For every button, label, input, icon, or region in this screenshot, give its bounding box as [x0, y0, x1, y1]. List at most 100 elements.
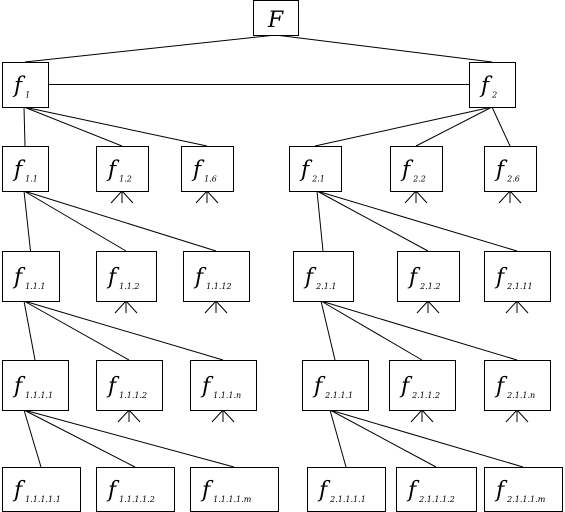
tree-edges [23, 34, 524, 468]
unexpanded-marker-2-1-2 [416, 300, 440, 314]
edge-1-1-1-1-to-1-1-1-1-m [23, 409, 235, 468]
unexpanded-marker-2-1-1-2 [410, 409, 434, 423]
function-subscript: 1.1.12 [206, 282, 231, 291]
edge-F-to-1 [24, 34, 276, 63]
edge-1-to-1-2 [23, 106, 123, 147]
node-box-1-1-1 [2, 251, 60, 302]
node-box-2 [469, 62, 516, 108]
unexpanded-marker-1-1-2 [114, 300, 138, 314]
function-subscript: 2.1.1.1.m [506, 495, 546, 504]
edge-1-1-1-1-to-1-1-1-1-2 [23, 409, 136, 468]
edge-2-to-2-1 [314, 106, 493, 147]
function-subscript: 1.1.1.1.1 [25, 495, 61, 504]
node-box-2-1 [289, 146, 342, 192]
unexpanded-marker-1-2 [110, 190, 134, 204]
node-box-1-1-1-1-m [190, 467, 279, 512]
edge-2-1-to-2-1-1 [316, 190, 324, 252]
edge-2-1-1-to-2-1-1-1 [320, 300, 336, 361]
unexpanded-marker-1-1-1-2 [117, 409, 141, 423]
function-subscript: 1.1.1.1 [25, 391, 53, 400]
function-subscript: 2.1.1.1.1 [329, 495, 366, 504]
node-box-2-1-1-1-m [484, 467, 563, 512]
edge-F-to-2 [275, 34, 493, 63]
node-box-2-1-1-2 [389, 360, 456, 411]
edge-2-1-1-1-to-2-1-1-1-1 [329, 409, 347, 468]
edge-2-1-1-to-2-1-1-2 [320, 300, 423, 361]
function-subscript: 1.1.1.1.m [213, 495, 252, 504]
node-box-2-2 [390, 146, 443, 192]
function-subscript: 2.1.1.2 [411, 391, 440, 400]
edge-2-to-2-2 [415, 106, 493, 147]
function-subscript: 1.1.1.1.2 [119, 495, 155, 504]
edge-1-1-1-1-to-1-1-1-1-1 [23, 409, 42, 468]
unexpanded-marker-1-1-12 [204, 300, 228, 314]
node-box-1-1-1-1 [2, 360, 69, 411]
unexpanded-marker-2-1-11 [505, 300, 529, 314]
edge-1-1-1-to-1-1-1-1 [23, 300, 36, 361]
unexpanded-marker-1-1-1-n [211, 409, 235, 423]
edge-1-1-1-to-1-1-1-n [23, 300, 224, 361]
edge-2-1-1-1-to-2-1-1-1-2 [329, 409, 437, 468]
function-subscript: 1.1.2 [119, 282, 139, 291]
function-subscript: 1.1 [25, 175, 38, 184]
node-root: F [253, 0, 299, 36]
edge-1-to-1-1 [23, 106, 26, 147]
node-box-1-1-12 [183, 251, 250, 302]
node-box-2-1-1 [293, 251, 354, 302]
edge-1-1-to-1-1-12 [23, 190, 217, 252]
unexpanded-branch-markers [110, 190, 529, 423]
function-subscript: 1.1.1.2 [119, 391, 147, 400]
edge-1-1-to-1-1-1 [23, 190, 31, 252]
function-subscript: 1.1.1 [25, 282, 45, 291]
node-box-2-1-1-n [484, 360, 551, 411]
node-root-box [253, 0, 299, 36]
function-subscript: 2.1.1 [315, 282, 336, 291]
function-subscript: 1.1.1.n [213, 391, 241, 400]
node-box-1-6 [181, 146, 234, 192]
function-subscript: 1 [25, 91, 30, 100]
node-box-2-1-2 [397, 251, 460, 302]
edge-2-1-1-to-2-1-1-n [320, 300, 518, 361]
function-subscript: 2.1.1.1.2 [418, 495, 455, 504]
node-box-2-1-1-1-1 [307, 467, 386, 512]
edge-1-to-1-6 [23, 106, 208, 147]
function-subscript: 2.1.2 [419, 282, 440, 291]
node-box-1 [2, 62, 49, 108]
unexpanded-marker-2-2 [404, 190, 428, 204]
node-box-1-1-1-1-1 [2, 467, 81, 512]
function-subscript: 2.6 [506, 175, 520, 184]
function-subscript: 1.6 [204, 175, 217, 184]
function-subscript: 2 [491, 91, 497, 100]
function-subscript: 2.1.1.n [506, 391, 535, 400]
function-subscript: 2.2 [412, 175, 426, 184]
edge-2-1-1-1-to-2-1-1-1-m [329, 409, 524, 468]
unexpanded-marker-2-1-1-n [505, 409, 529, 423]
node-box-1-1 [2, 146, 49, 192]
node-box-2-1-11 [484, 251, 551, 302]
